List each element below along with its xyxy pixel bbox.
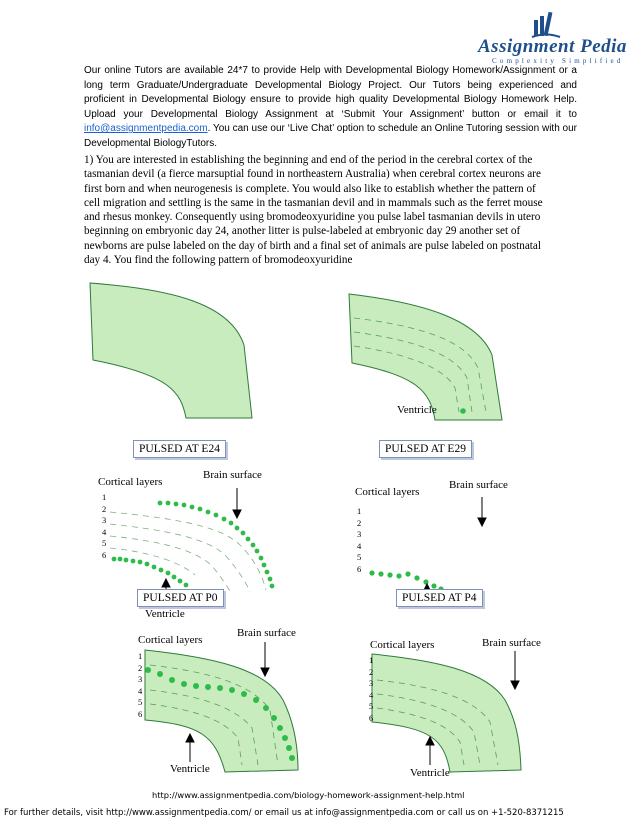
labeled-cell-dot xyxy=(214,513,219,518)
labeled-cell-dot xyxy=(112,557,117,562)
labeled-cell-dot xyxy=(184,583,189,588)
labeled-cell-dot xyxy=(206,510,211,515)
brain-surface-label: Brain surface xyxy=(482,637,541,649)
labeled-cell-dot xyxy=(158,501,163,506)
labeled-cell-dot xyxy=(387,572,392,577)
labeled-cell-dot xyxy=(265,570,270,575)
labeled-cell-dot xyxy=(286,745,292,751)
labeled-cell-dot xyxy=(217,685,223,691)
labeled-cell-dot xyxy=(181,681,187,687)
labeled-cell-dot xyxy=(255,549,260,554)
labeled-cell-dot xyxy=(282,735,288,741)
labeled-cell-dot xyxy=(259,556,264,561)
labeled-cell-dot xyxy=(190,505,195,510)
tissue-e29-top xyxy=(349,294,502,420)
labeled-cell-dot xyxy=(169,677,175,683)
labeled-cell-dot xyxy=(182,503,187,508)
labeled-cell-dot xyxy=(262,563,267,568)
pulse-label-e29: PULSED AT E29 xyxy=(379,440,472,458)
labeled-cell-dot xyxy=(172,575,177,580)
labeled-cell-dot xyxy=(222,517,227,522)
labeled-cell-dot xyxy=(193,683,199,689)
labeled-cell-dot xyxy=(241,531,246,536)
labeled-cell-dot xyxy=(118,557,123,562)
pulse-label-p4: PULSED AT P4 xyxy=(396,589,483,607)
labeled-cell-dot xyxy=(270,584,275,589)
tissue-e24-labeled xyxy=(110,512,266,594)
labeled-cell-dot xyxy=(396,573,401,578)
tissue-p0 xyxy=(145,650,298,772)
labeled-cell-dot xyxy=(166,571,171,576)
labeled-cell-dot xyxy=(157,671,163,677)
labeled-cell-dot xyxy=(166,501,171,506)
labeled-cell-dot xyxy=(378,571,383,576)
labeled-cell-dot xyxy=(235,526,240,531)
labeled-cell-dot xyxy=(246,537,251,542)
labeled-cell-dot xyxy=(253,697,259,703)
labeled-cell-dot xyxy=(229,687,235,693)
tissue-e24-top xyxy=(90,283,252,418)
brain-surface-label: Brain surface xyxy=(237,627,296,639)
cortical-layers-label: Cortical layers xyxy=(370,639,434,651)
labeled-cell-dot xyxy=(271,715,277,721)
cortical-layers-label: Cortical layers xyxy=(98,476,162,488)
labeled-cell-dot xyxy=(198,507,203,512)
labeled-cell-dot xyxy=(251,543,256,548)
labeled-cell-dot xyxy=(414,575,419,580)
labeled-cell-dot xyxy=(431,583,436,588)
brain-surface-label: Brain surface xyxy=(449,479,508,491)
labeled-cell-dot xyxy=(205,684,211,690)
footer-text: For further details, visit http://www.as… xyxy=(4,808,564,818)
labeled-cell-dot xyxy=(152,565,157,570)
labeled-cell-dot xyxy=(268,577,273,582)
labeled-cell-dot xyxy=(145,562,150,567)
cortical-layers-label: Cortical layers xyxy=(355,486,419,498)
labeled-cell-dot xyxy=(229,521,234,526)
labeled-cell-dot xyxy=(277,725,283,731)
cortical-layers-label: Cortical layers xyxy=(138,634,202,646)
labeled-cell-dot xyxy=(289,755,295,761)
pulse-label-e24: PULSED AT E24 xyxy=(133,440,226,458)
labeled-cell-dot xyxy=(241,691,247,697)
labeled-cell-dot xyxy=(145,667,151,673)
pulse-label-p0: PULSED AT P0 xyxy=(137,589,224,607)
ventricle-label: Ventricle xyxy=(170,763,210,775)
labeled-cell-dot xyxy=(124,558,129,563)
ventricle-label: Ventricle xyxy=(145,608,185,620)
labeled-cell-dot xyxy=(178,579,183,584)
brain-surface-label: Brain surface xyxy=(203,469,262,481)
tissue-p4 xyxy=(372,654,521,772)
ventricle-label: Ventricle xyxy=(397,404,437,416)
labeled-cell-dot xyxy=(263,705,269,711)
source-url[interactable]: http://www.assignmentpedia.com/biology-h… xyxy=(152,790,464,800)
labeled-cell-dot xyxy=(174,502,179,507)
labeled-cell-dot xyxy=(138,560,143,565)
labeled-cell-dot xyxy=(159,568,164,573)
labeled-cell-dot xyxy=(405,571,410,576)
ventricle-label: Ventricle xyxy=(410,767,450,779)
labeled-cell-dot xyxy=(131,559,136,564)
labeled-cell-dot xyxy=(423,579,428,584)
labeled-cell-dot xyxy=(369,570,374,575)
